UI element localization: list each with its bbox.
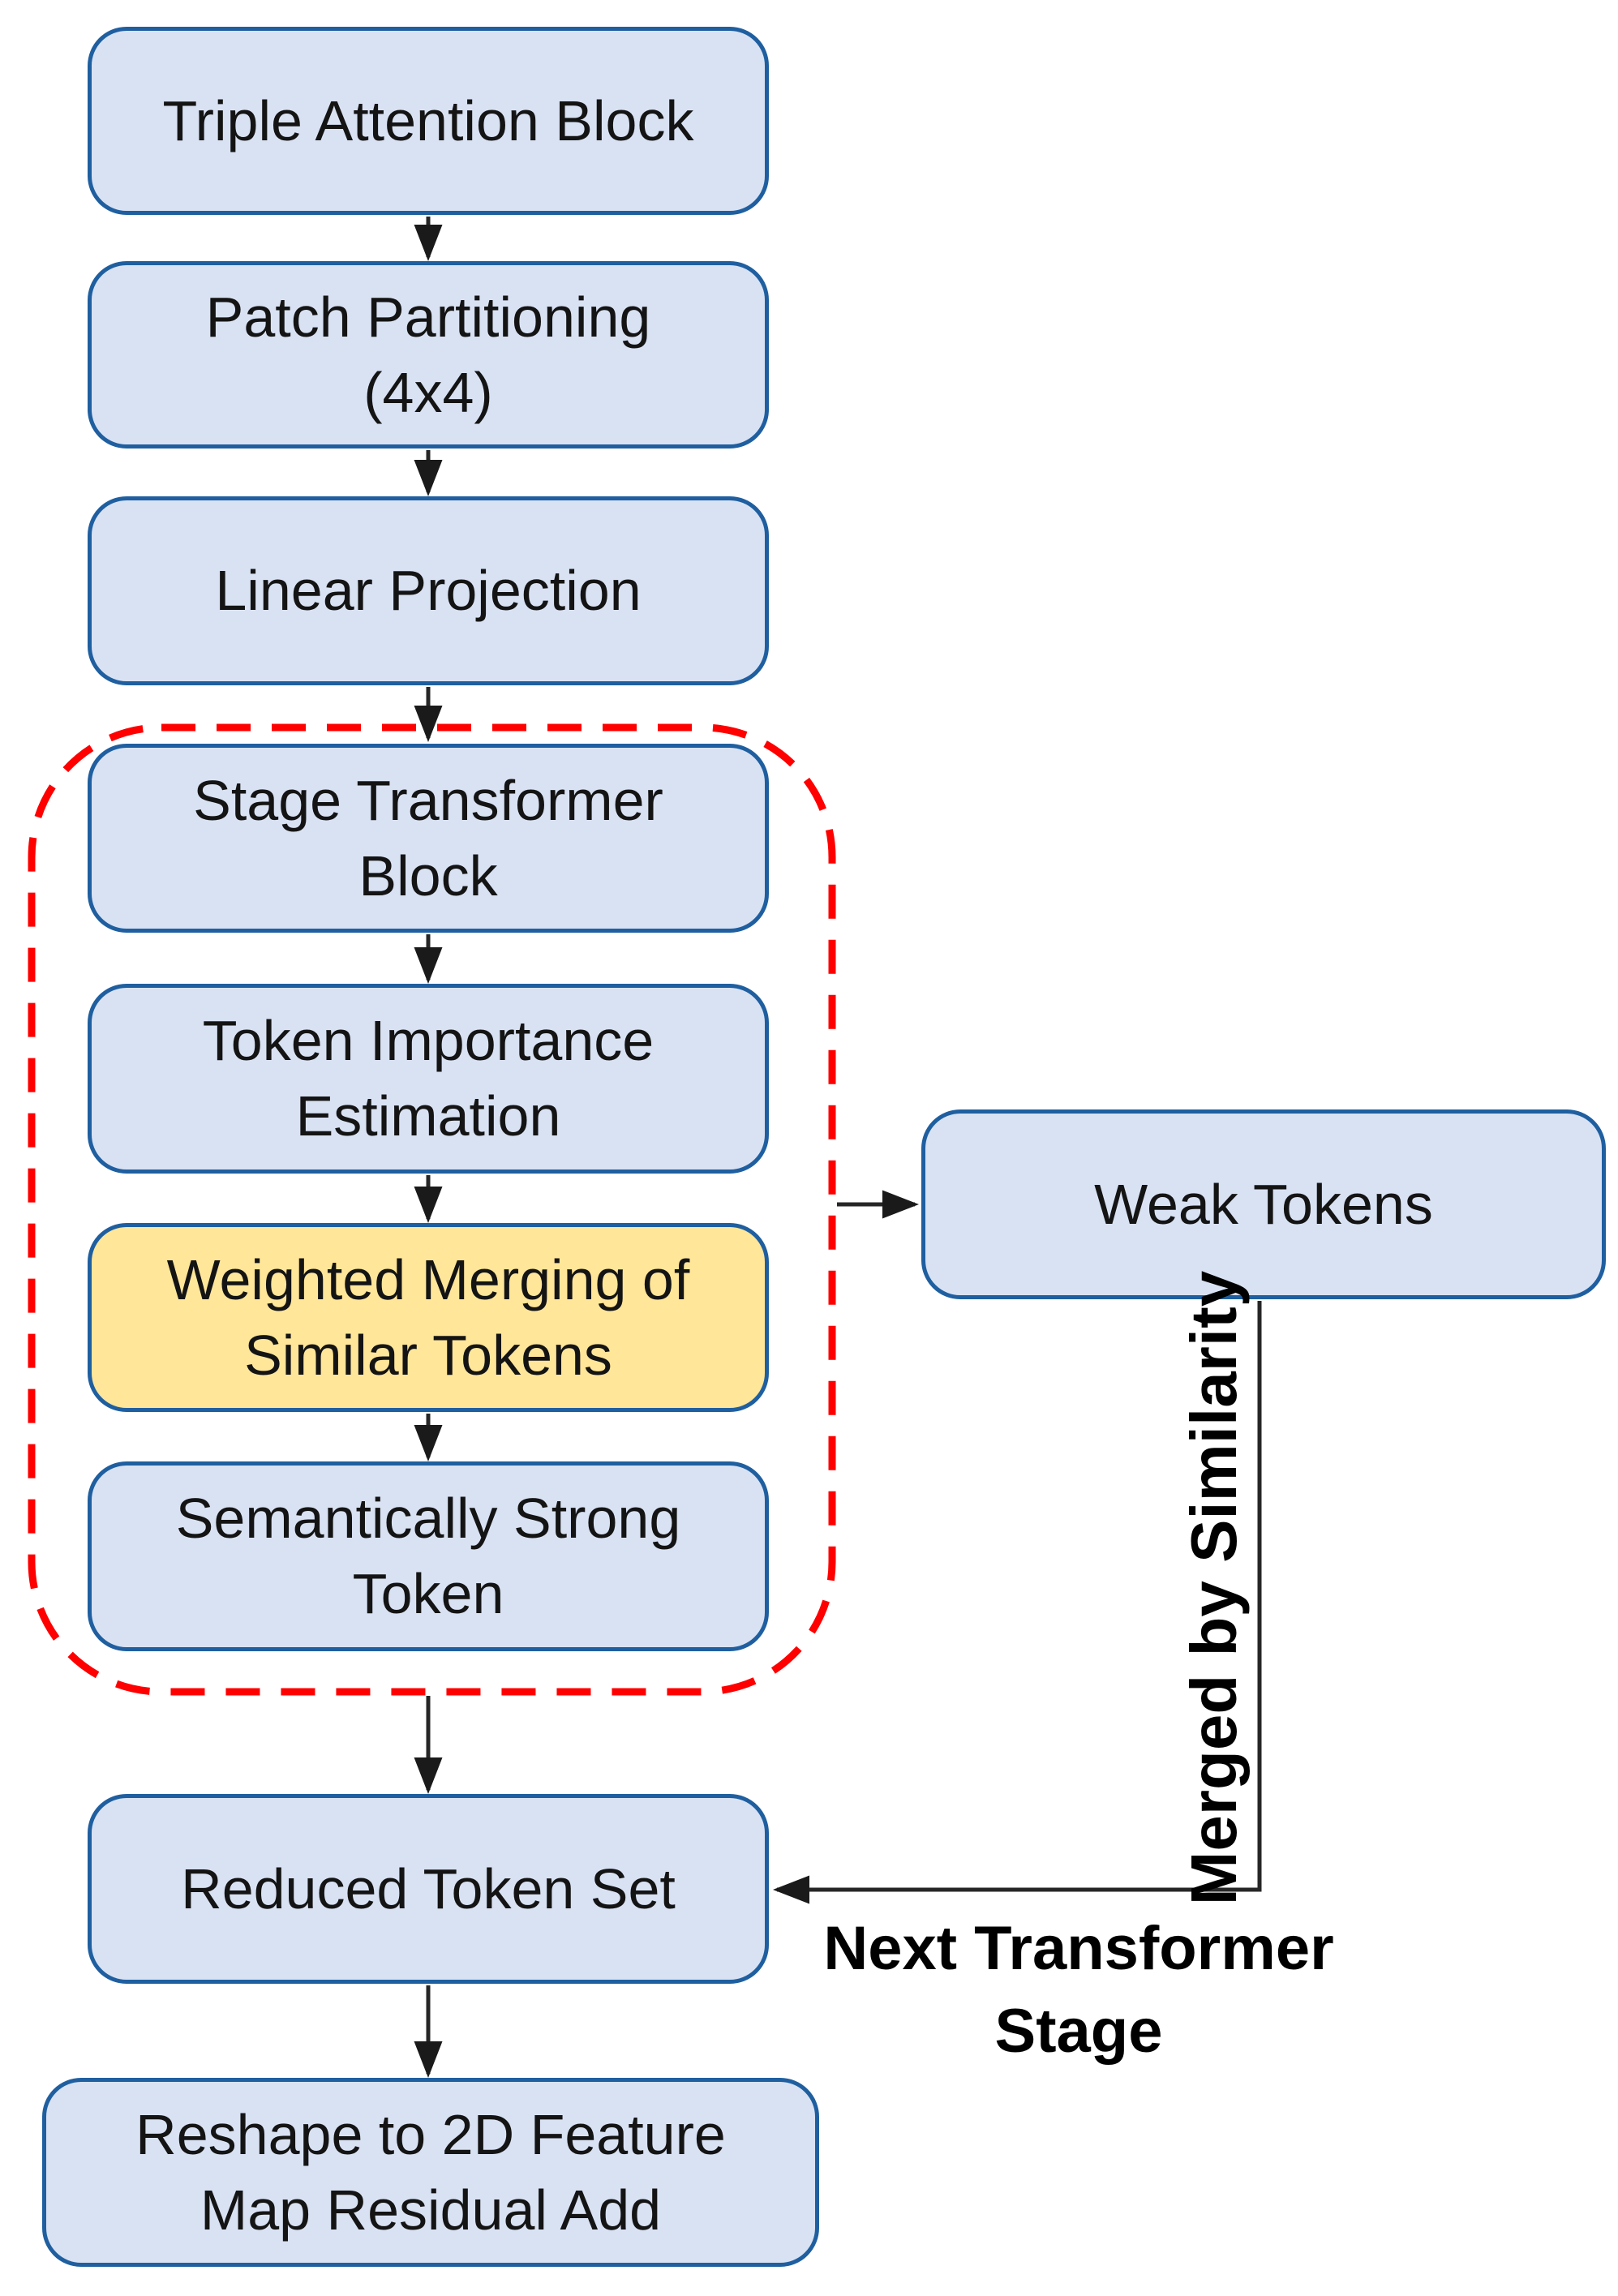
node-stage-transformer-block: Stage Transformer Block bbox=[88, 744, 769, 933]
node-label: Similar Tokens bbox=[244, 1323, 612, 1387]
node-label: Weak Tokens bbox=[1094, 1172, 1433, 1236]
edge-label-line: Next Transformer bbox=[823, 1914, 1334, 1983]
node-label: Estimation bbox=[295, 1084, 561, 1148]
node-label: Reduced Token Set bbox=[181, 1856, 676, 1920]
node-label: Token Importance bbox=[202, 1009, 654, 1072]
node-label: Stage Transformer bbox=[193, 768, 663, 832]
node-semantically-strong-token: Semantically Strong Token bbox=[88, 1461, 769, 1651]
node-linear-projection: Linear Projection bbox=[88, 496, 769, 685]
node-triple-attention-block: Triple Attention Block bbox=[88, 27, 769, 215]
node-label: Map Residual Add bbox=[200, 2178, 662, 2242]
arrow-weak-to-reduced bbox=[773, 1301, 1262, 1904]
node-label: Reshape to 2D Feature bbox=[135, 2102, 726, 2166]
node-patch-partitioning: Patch Partitioning (4x4) bbox=[88, 261, 769, 448]
node-label: Patch Partitioning bbox=[205, 285, 651, 349]
edge-label-next-transformer-stage: Next Transformer Stage bbox=[815, 1908, 1342, 2073]
node-label: Block bbox=[358, 843, 498, 908]
node-weighted-merging-of-similar-tokens: Weighted Merging of Similar Tokens bbox=[88, 1223, 769, 1412]
node-label: (4x4) bbox=[363, 360, 493, 424]
node-label: Triple Attention Block bbox=[162, 88, 694, 152]
node-reduced-token-set: Reduced Token Set bbox=[88, 1794, 769, 1984]
node-token-importance-estimation: Token Importance Estimation bbox=[88, 984, 769, 1174]
node-label: Weighted Merging of bbox=[166, 1247, 690, 1311]
edge-label-line: Stage bbox=[994, 1997, 1163, 2066]
node-label: Token bbox=[352, 1562, 504, 1625]
node-label: Semantically Strong bbox=[175, 1487, 681, 1550]
node-weak-tokens: Weak Tokens bbox=[921, 1109, 1606, 1299]
node-reshape-to-2d-feature-map-residual-add: Reshape to 2D Feature Map Residual Add bbox=[42, 2078, 819, 2267]
edge-label-merged-by-similarity: Merged by Similarity bbox=[1178, 1270, 1250, 1906]
node-label: Linear Projection bbox=[215, 559, 642, 622]
